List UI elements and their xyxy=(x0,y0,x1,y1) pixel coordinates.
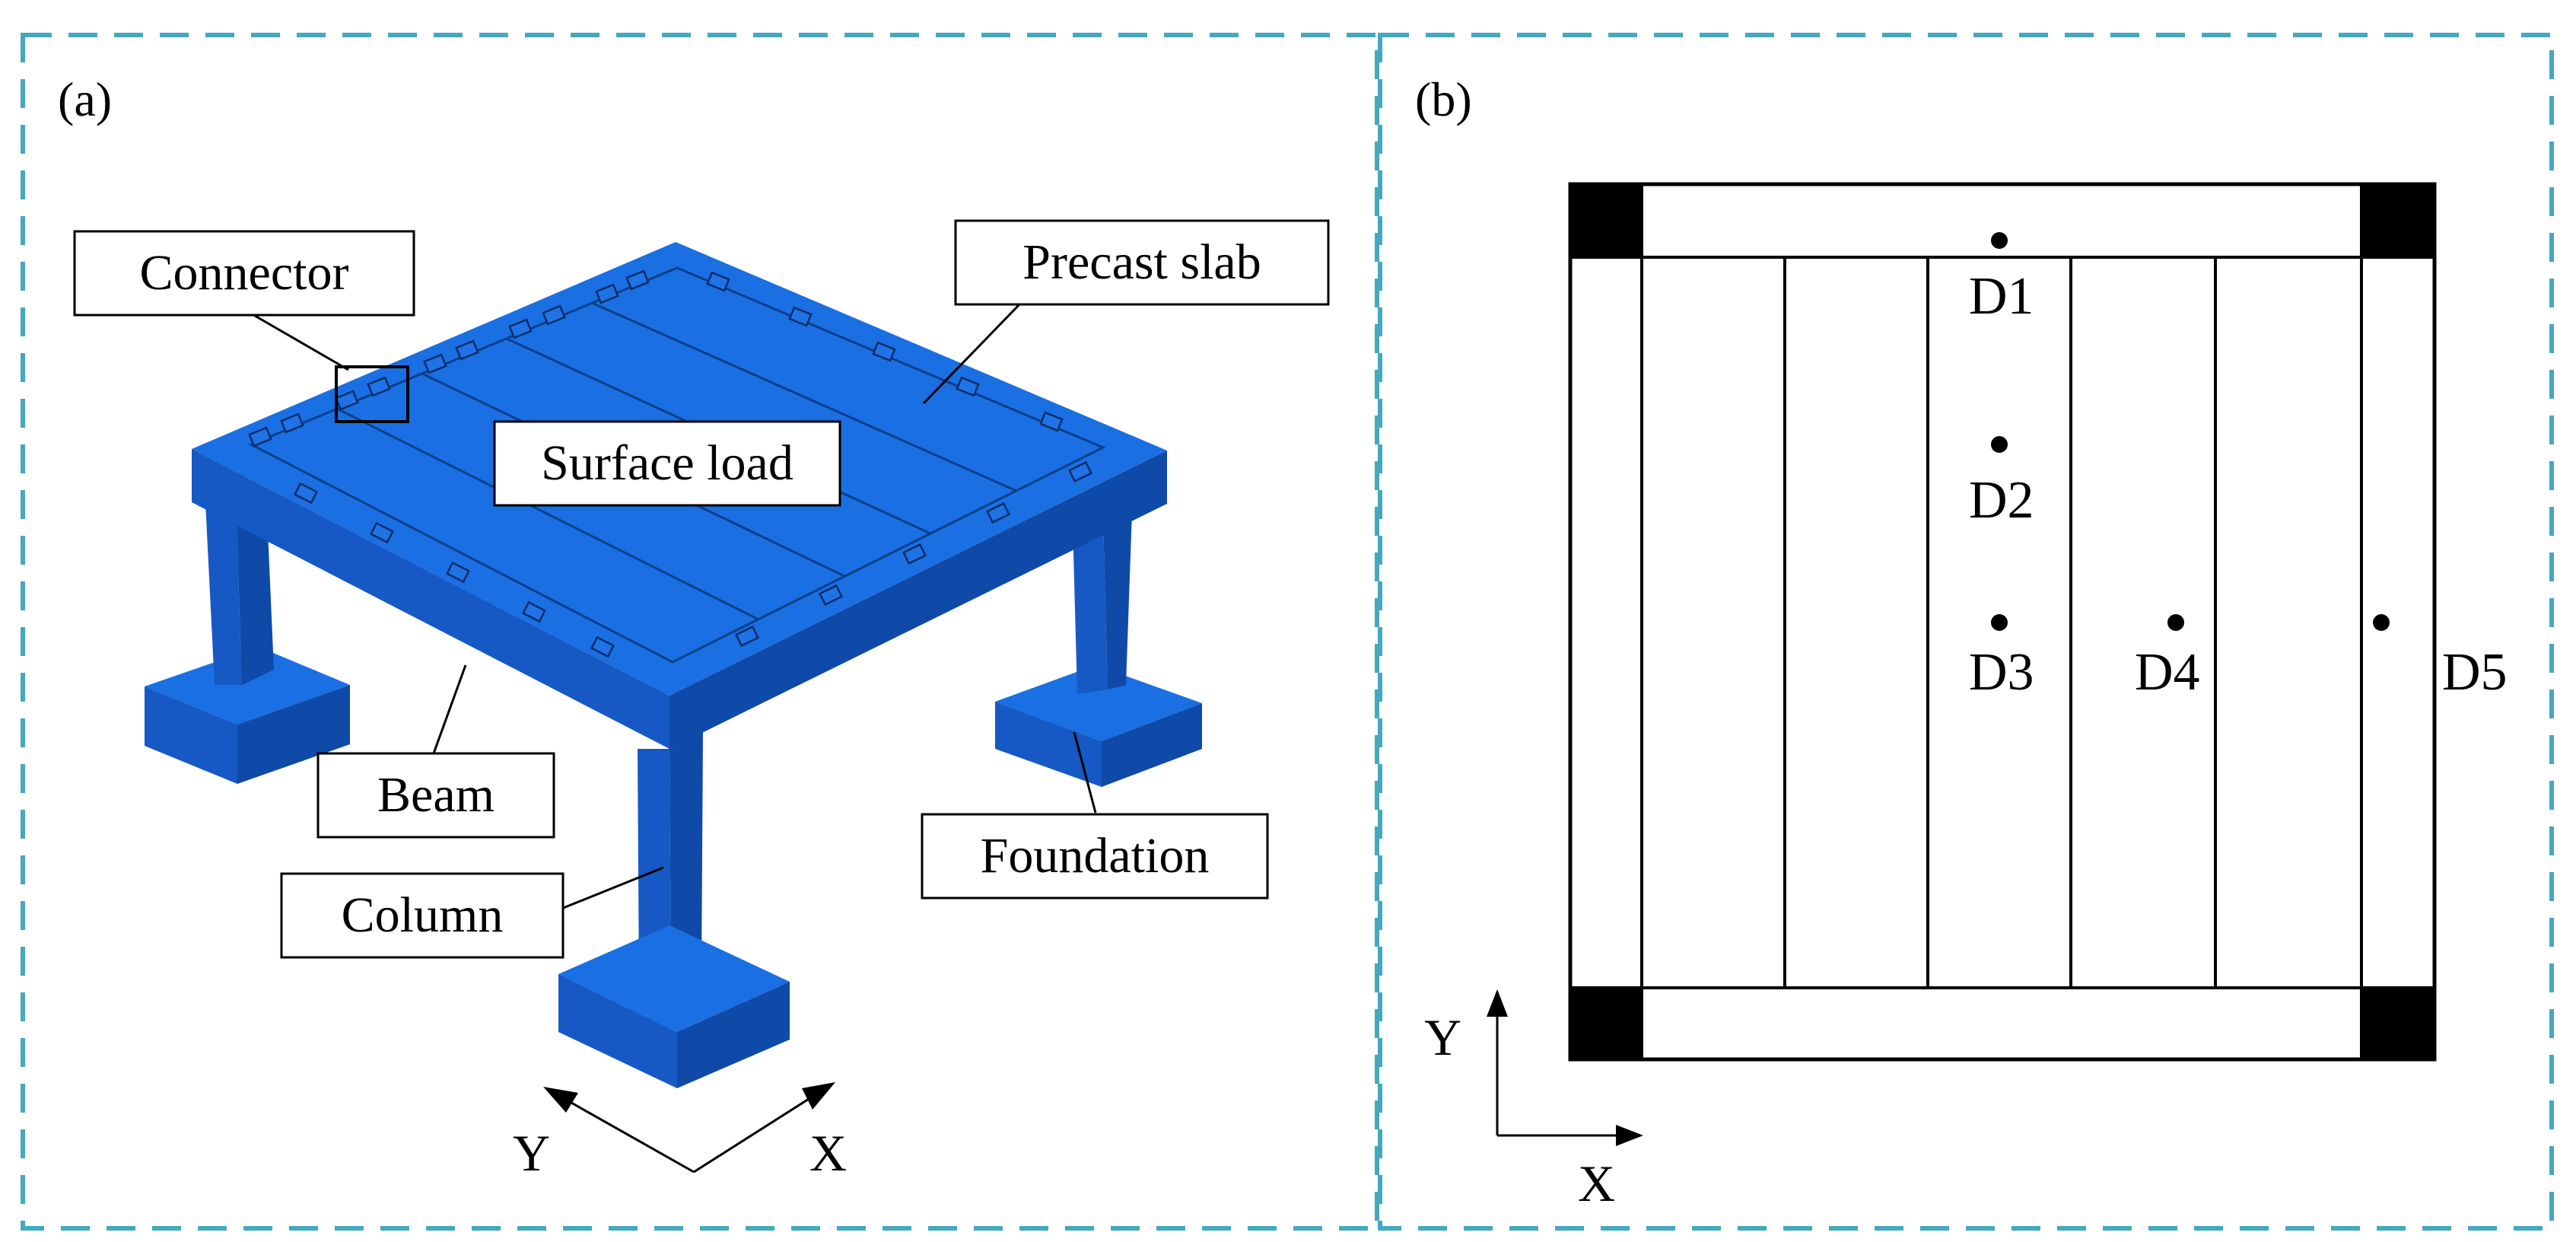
foundation-back-left xyxy=(145,647,350,784)
plan-column-bottom-left xyxy=(1570,988,1642,1059)
label-beam: Beam xyxy=(316,752,555,839)
panel-b-frame xyxy=(1378,33,2554,1231)
point-d2-marker xyxy=(1991,436,2008,453)
leader-lines xyxy=(250,303,1097,910)
point-d5-label: D5 xyxy=(2442,643,2508,702)
axis-a-x-label: X xyxy=(809,1124,847,1182)
axis-b-y-label: Y xyxy=(1424,1008,1461,1066)
point-d3-label: D3 xyxy=(1969,643,2034,702)
plan-slab-dividers xyxy=(1783,257,2217,988)
point-d1-label: D1 xyxy=(1969,267,2034,326)
label-surface-load-text: Surface load xyxy=(541,435,793,491)
connector-highlight-box xyxy=(335,365,409,423)
slab-inner-outline xyxy=(248,266,1106,664)
label-surface-load: Surface load xyxy=(493,420,841,507)
panel-b-letter: (b) xyxy=(1415,72,1472,126)
axes-a: Y X xyxy=(513,1082,847,1182)
label-column: Column xyxy=(280,872,564,959)
measurement-points: D1 D2 D3 D4 D5 xyxy=(1969,232,2508,702)
label-column-text: Column xyxy=(342,887,504,943)
panel-a-letter: (a) xyxy=(58,72,112,126)
axis-b-x-label: X xyxy=(1578,1154,1615,1212)
label-foundation-text: Foundation xyxy=(981,828,1210,884)
point-d3-marker xyxy=(1991,614,2008,631)
connectors xyxy=(248,269,1092,658)
point-d5-marker xyxy=(2373,614,2390,631)
point-d2-label: D2 xyxy=(1969,471,2034,530)
point-d1-marker xyxy=(1991,232,2008,249)
label-beam-text: Beam xyxy=(377,767,495,823)
point-d4-label: D4 xyxy=(2135,643,2200,702)
label-connector-text: Connector xyxy=(140,245,349,301)
axis-a-y-label: Y xyxy=(513,1124,550,1182)
label-connector: Connector xyxy=(73,230,415,317)
foundation-front xyxy=(558,925,790,1088)
column-back-left xyxy=(205,496,274,685)
label-foundation: Foundation xyxy=(921,813,1269,900)
plan-view xyxy=(1568,182,2437,1062)
plan-column-bottom-right xyxy=(2361,988,2434,1059)
beam-front-left xyxy=(192,449,669,749)
panel-a-frame xyxy=(21,33,1379,1231)
column-right xyxy=(1073,511,1132,694)
beam-front-right xyxy=(669,451,1167,749)
plan-column-top-right xyxy=(2361,184,2434,257)
plan-column-top-left xyxy=(1570,184,1642,257)
axes-b: Y X xyxy=(1424,989,1643,1212)
foundation-right xyxy=(995,665,1202,787)
label-precast-slab: Precast slab xyxy=(954,219,1330,306)
point-d4-marker xyxy=(2167,614,2184,631)
label-precast-slab-text: Precast slab xyxy=(1022,234,1261,290)
frame-model-3d xyxy=(145,242,1202,1088)
